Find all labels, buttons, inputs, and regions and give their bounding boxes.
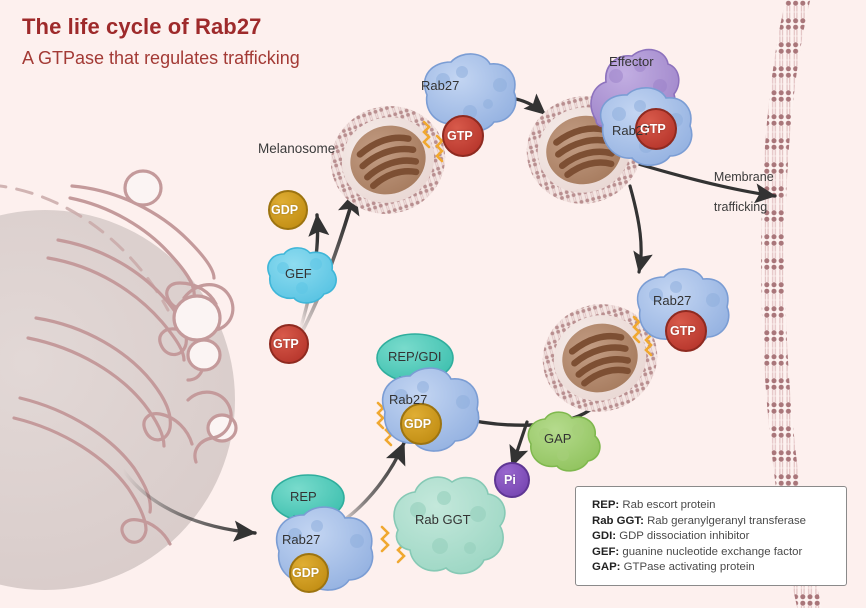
nucleus (0, 184, 235, 590)
page-title: The life cycle of Rab27 (22, 14, 262, 39)
melanosome-effector (526, 96, 642, 204)
melanosome-label: Melanosome (258, 141, 336, 156)
legend-term: GDI: (592, 530, 617, 543)
prenyl-icon (422, 120, 431, 149)
rab-ggt-protein (393, 476, 506, 575)
legend-term: REP: (592, 499, 620, 511)
prenyl-icon (632, 315, 641, 344)
legend-definition: Rab escort protein (619, 499, 716, 511)
membrane-trafficking-line1: Membrane (713, 170, 774, 184)
legend-definition: guanine nucleotide exchange factor (619, 545, 803, 558)
gef-protein (267, 247, 337, 304)
membrane-trafficking-line2: trafficking (713, 200, 768, 214)
legend-row: REP: Rab escort protein (592, 498, 846, 514)
legend-definition: GTPase activating protein (620, 561, 755, 574)
gtp-right-circle (665, 310, 707, 352)
gdp-free-circle (268, 190, 308, 230)
gtp-free-circle (269, 324, 309, 364)
legend-term: Rab GGT: (592, 514, 644, 527)
pi-circle (494, 462, 530, 498)
legend-definition: Rab geranylgeranyl transferase (643, 514, 806, 527)
legend-row: GDI: GDP dissociation inhibitor (592, 529, 846, 545)
legend-row: Rab GGT: Rab geranylgeranyl transferase (592, 514, 846, 530)
membrane-trafficking-label: Membrane trafficking (700, 155, 774, 230)
melanosome-right (542, 304, 658, 412)
melanosome-top (330, 106, 446, 214)
legend-definition: GDP dissociation inhibitor (616, 530, 750, 543)
gtp-top-circle (442, 115, 484, 157)
prenyl-icon (376, 401, 385, 430)
legend-term: GEF: (592, 545, 620, 558)
arrow-cell-to-rep (121, 468, 257, 542)
legend-row: GEF: guanine nucleotide exchange factor (592, 545, 846, 561)
gap-protein (527, 411, 601, 472)
legend-row: GAP: GTPase activating protein (592, 560, 846, 576)
arrow-to-pi (509, 420, 529, 468)
rab27-top-protein (423, 53, 517, 133)
legend-box: REP: Rab escort protein Rab GGT: Rab ger… (575, 486, 847, 586)
legend-term: GAP: (592, 561, 621, 574)
prenyl-icon (435, 134, 444, 163)
nucleotides (268, 108, 707, 593)
arrow-effector-to-right-melanosome (628, 184, 653, 274)
prenyl-icon (380, 525, 390, 553)
gdp-repgdi-circle (400, 403, 442, 445)
page-subtitle: A GTPase that regulates trafficking (22, 48, 300, 68)
endoplasmic-reticulum (12, 169, 238, 546)
gdp-rep-circle (289, 553, 329, 593)
gtp-effector-circle (635, 108, 677, 150)
